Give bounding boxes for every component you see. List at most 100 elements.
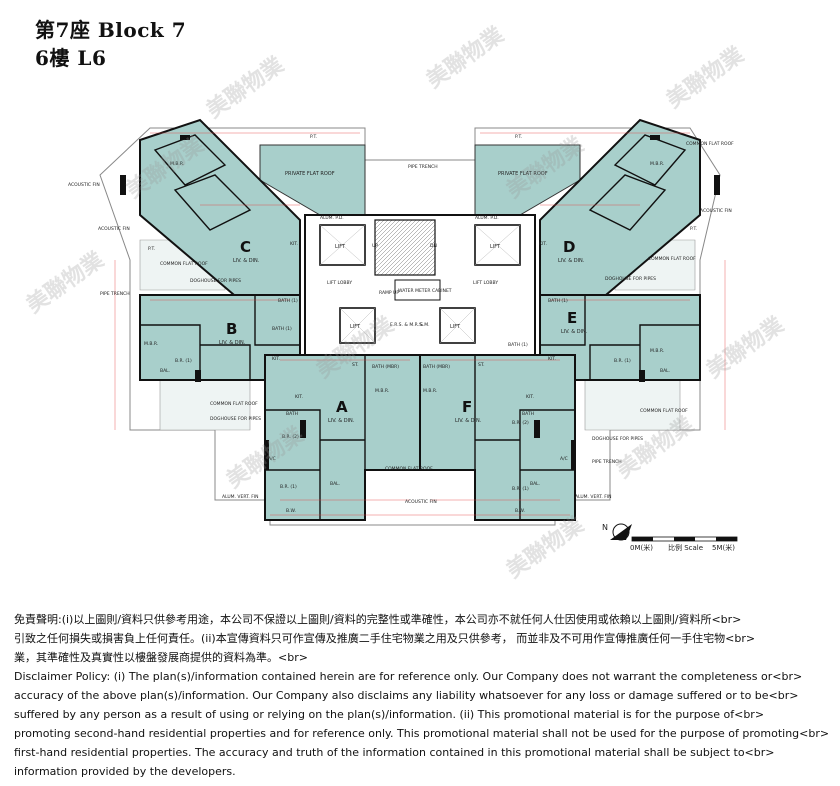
- bal-e: BAL.: [660, 368, 670, 374]
- liv-din-a: LIV. & DIN.: [328, 418, 355, 424]
- lift-label-3: LIFT: [350, 324, 361, 330]
- pt-label-4: P.T.: [690, 226, 697, 232]
- disclaimer-line: 引致之任何損失或損害負上任何責任。(ii)本宣傳資料只可作宣傳及推廣二手住宅物業…: [14, 632, 756, 645]
- private-roof-label-left: PRIVATE FLAT ROOF: [285, 171, 335, 177]
- kit-a: KIT.: [295, 394, 303, 400]
- staircase: [374, 219, 436, 276]
- liv-din-d: LIV. & DIN.: [558, 258, 585, 264]
- mbr-e: M.B.R.: [650, 348, 664, 354]
- br1-b: B.R. (1): [175, 358, 192, 364]
- doghouse-label-4: DOGHOUSE FOR PIPES: [592, 436, 643, 442]
- disclaimer-line: accuracy of the above plan(s)/informatio…: [14, 689, 799, 702]
- floor-plan: C D B E A F LIV. & DIN. LIV. & DIN. LIV.…: [68, 118, 738, 552]
- common-roof-label-1: COMMON FLAT ROOF: [160, 261, 208, 267]
- alum-vert-fin-left: ALUM. VERT. FIN: [222, 494, 258, 500]
- alum-pd-left: ALUM. P.D.: [320, 215, 344, 221]
- disclaimer-line: 業，其準確性及真實性以樓盤發展商提供的資料為準。<br>: [14, 651, 308, 664]
- ac-f: A/C: [560, 456, 568, 462]
- st-label-right: ST.: [478, 362, 485, 368]
- pipe-trench-label-left: PIPE TRENCH: [100, 291, 130, 297]
- common-roof-label-5: COMMON FLAT ROOF: [686, 141, 734, 147]
- bath-mbr-f: BATH (MBR): [423, 364, 450, 370]
- unit-label-b: B: [226, 320, 237, 338]
- lift-label-2: LIFT: [490, 244, 501, 250]
- lift-lobby-left: LIFT LOBBY: [327, 280, 352, 286]
- bath-mbr-a: BATH (MBR): [372, 364, 399, 370]
- water-meter-label: WATER METER CABINET: [398, 288, 452, 294]
- doghouse-label-2: DOGHOUSE FOR PIPES: [605, 276, 656, 282]
- kit-f: KIT.: [526, 394, 534, 400]
- unit-label-a: A: [336, 398, 348, 416]
- acoustic-fin-label-2: ACOUSTIC FIN: [98, 226, 130, 232]
- unit-b-rooms: [140, 295, 300, 380]
- alum-pd-right: ALUM. P.D.: [475, 215, 499, 221]
- common-roof-label-3: COMMON FLAT ROOF: [210, 401, 258, 407]
- disclaimer: 免責聲明:(i)以上圖則/資料只供參考用途，本公司不保證以上圖則/資料的完整性或…: [14, 610, 836, 781]
- acoustic-fin-label-3: ACOUSTIC FIN: [700, 208, 732, 214]
- disclaimer-line: first-hand residential properties. The a…: [14, 746, 775, 759]
- scale-label: 比例 Scale: [668, 543, 703, 552]
- pt-label-3: P.T.: [148, 246, 155, 252]
- alum-vert-fin-right: ALUM. VERT. FIN: [575, 494, 611, 500]
- bath-b: BATH (1): [272, 326, 292, 332]
- bath-a: BATH: [286, 411, 298, 417]
- bath-f: BATH: [522, 411, 534, 417]
- ers-label: E.R.S. & M.R.S.: [390, 322, 423, 328]
- disclaimer-line: promoting second-hand residential proper…: [14, 727, 830, 740]
- bal-b: BAL.: [160, 368, 170, 374]
- pipe-trench-label-right: PIPE TRENCH: [592, 459, 622, 465]
- unit-label-e: E: [567, 309, 577, 327]
- block-title: 第7座 Block 7: [35, 18, 187, 42]
- pt-label-1: P.T.: [310, 134, 317, 140]
- mbr-b: M.B.R.: [144, 341, 158, 347]
- acoustic-fin-label-1: ACOUSTIC FIN: [68, 182, 100, 188]
- mbr-c: M.B.R.: [170, 161, 184, 167]
- dimension-lines: [114, 132, 726, 516]
- unit-f-rooms: [474, 355, 575, 520]
- mbr-f: M.B.R.: [423, 388, 437, 394]
- kit-c: KIT.: [290, 241, 298, 247]
- disclaimer-line: 免責聲明:(i)以上圖則/資料只供參考用途，本公司不保證以上圖則/資料的完整性或…: [14, 613, 742, 626]
- structural-walls: [120, 135, 720, 470]
- pt-label-2: P.T.: [515, 134, 522, 140]
- north-label: N: [602, 523, 608, 532]
- disclaimer-line: suffered by any person as a result of us…: [14, 708, 765, 721]
- bal-a: BAL.: [330, 481, 340, 487]
- br1-e: B.R. (1): [614, 358, 631, 364]
- disclaimer-line: information provided by the developers.: [14, 765, 236, 778]
- lift-lobby-right: LIFT LOBBY: [473, 280, 498, 286]
- kit-e: KIT.: [548, 356, 556, 362]
- common-roof-label-6: COMMON FLAT ROOF: [385, 466, 433, 472]
- mbr-a: M.B.R.: [375, 388, 389, 394]
- unit-a-rooms: [265, 355, 366, 520]
- unit-e-rooms: [540, 295, 700, 380]
- liv-din-c: LIV. & DIN.: [233, 258, 260, 264]
- bath-d: BATH (1): [548, 298, 568, 304]
- ramp-up-label: RAMP UP: [379, 290, 399, 296]
- doghouse-label-3: DOGHOUSE FOR PIPES: [210, 416, 261, 422]
- private-roof-label-right: PRIVATE FLAT ROOF: [498, 171, 548, 177]
- br1-a: B.R. (1): [280, 484, 297, 490]
- bw-a: B.W.: [286, 508, 296, 514]
- scale-bar: 0M(米) 比例 Scale 5M(米): [630, 536, 738, 552]
- unit-label-c: C: [240, 238, 251, 256]
- bath-e: BATH (1): [508, 342, 528, 348]
- unit-f-area: [419, 354, 576, 521]
- br2-a: B.R. (2): [282, 434, 299, 440]
- disclaimer-line: Disclaimer Policy: (i) The plan(s)/infor…: [14, 670, 803, 683]
- floor-title: 6樓 L6: [35, 46, 107, 70]
- dn-label: DN: [430, 243, 437, 249]
- doghouse-label-1: DOGHOUSE FOR PIPES: [190, 278, 241, 284]
- lift-label-4: LIFT: [450, 324, 461, 330]
- pipe-trench-label-top: PIPE TRENCH: [408, 164, 438, 170]
- up-label: UP: [372, 243, 378, 249]
- unit-e-area: [539, 294, 701, 381]
- kit-b: KIT.: [272, 356, 280, 362]
- lift-label-1: LIFT: [335, 244, 346, 250]
- br2-f: B.R. (2): [512, 420, 529, 426]
- scale-end: 5M(米): [712, 543, 735, 552]
- sm-label: S.M.: [420, 322, 430, 328]
- br1-f: B.R. (1): [512, 486, 529, 492]
- acoustic-fin-label-4: ACOUSTIC FIN: [405, 499, 437, 505]
- unit-label-d: D: [563, 238, 575, 256]
